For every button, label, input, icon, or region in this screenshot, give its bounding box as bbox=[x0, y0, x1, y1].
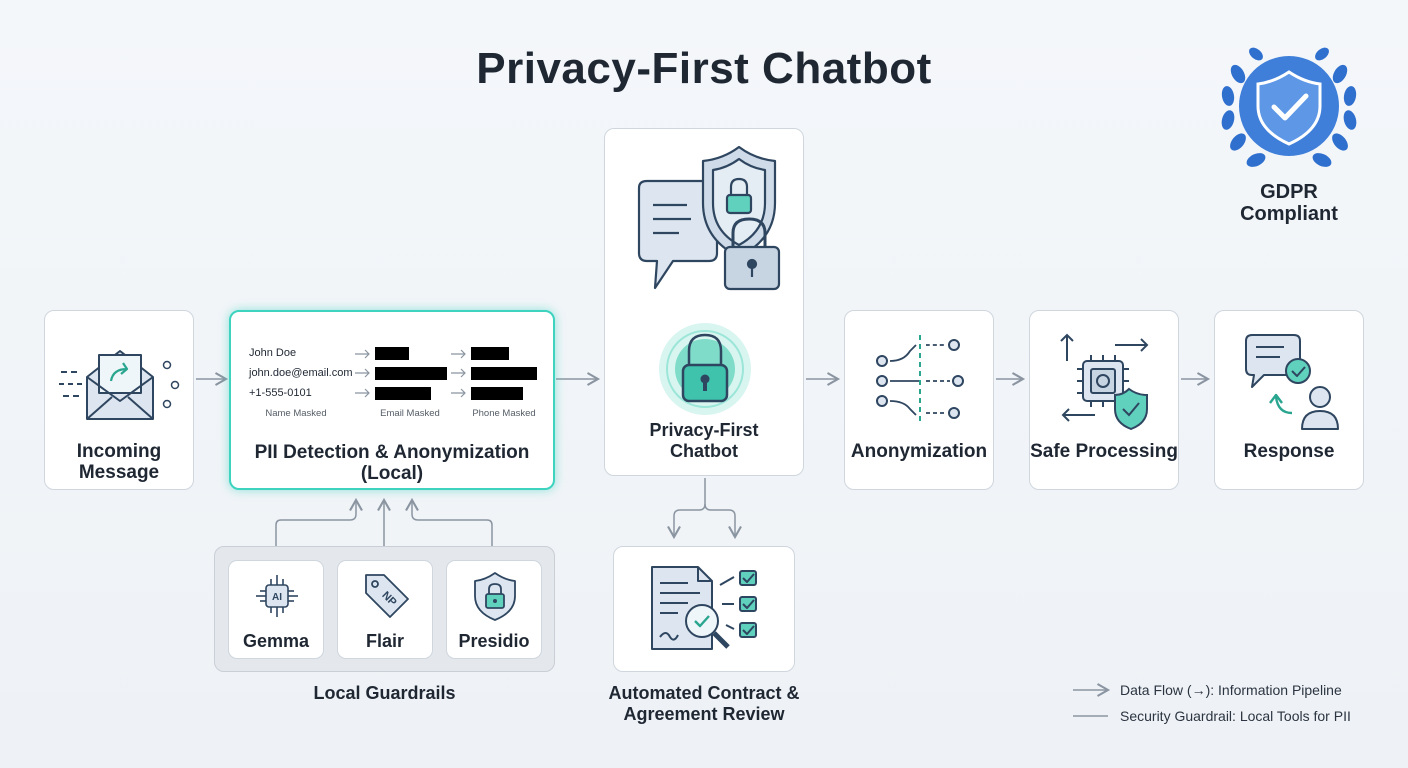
contract-review-node bbox=[613, 546, 795, 672]
tool-flair-label: Flair bbox=[365, 631, 404, 651]
legend-data-flow: Data Flow (→): Information Pipeline bbox=[1120, 682, 1342, 698]
chatbot-label-line2: Chatbot bbox=[670, 441, 738, 461]
gdpr-badge: GDPR Compliant bbox=[1216, 44, 1362, 234]
safe-processing-node: Safe Processing bbox=[1029, 310, 1179, 490]
shield-lock-icon bbox=[474, 572, 516, 621]
contract-connectors bbox=[667, 478, 742, 540]
local-guardrails-label: Local Guardrails bbox=[313, 683, 456, 703]
pii-example-phone: +1-555-0101 bbox=[249, 387, 312, 399]
pii-label-line2: (Local) bbox=[360, 463, 424, 484]
tool-gemma-label: Gemma bbox=[242, 631, 310, 651]
redaction-bar bbox=[375, 347, 409, 360]
incoming-message-node: Incoming Message bbox=[44, 310, 194, 490]
tool-flair: NP Flair bbox=[337, 560, 433, 659]
chip-shield-icon bbox=[1060, 333, 1149, 431]
safe-processing-label: Safe Processing bbox=[1030, 441, 1178, 462]
redaction-bar bbox=[375, 367, 447, 380]
padlock-glow-icon bbox=[659, 323, 751, 415]
legend-security-guardrail: Security Guardrail: Local Tools for PII bbox=[1120, 708, 1351, 724]
page-title: Privacy-First Chatbot bbox=[476, 44, 932, 93]
gdpr-laurel-shield-icon bbox=[1221, 47, 1357, 167]
redaction-bar bbox=[471, 347, 509, 360]
tag-icon: NP bbox=[365, 574, 409, 618]
local-guardrails-group: AI Gemma NP Flair Presidio bbox=[214, 546, 555, 672]
ai-chip-icon: AI bbox=[256, 575, 298, 617]
chat-shield-lock-icon bbox=[637, 145, 781, 291]
anonymization-label: Anonymization bbox=[850, 441, 988, 462]
document-review-icon bbox=[651, 566, 757, 650]
incoming-label-line2: Message bbox=[78, 462, 160, 483]
redaction-arrows bbox=[355, 349, 466, 398]
chatbot-label-line1: Privacy-First bbox=[649, 420, 759, 440]
tool-presidio-label: Presidio bbox=[458, 631, 530, 651]
contract-review-label-line2: Agreement Review bbox=[623, 704, 785, 724]
guardrail-connectors bbox=[275, 497, 493, 546]
chat-user-icon bbox=[1245, 334, 1339, 430]
pii-example-name: John Doe bbox=[249, 347, 297, 359]
pii-label-line1: PII Detection & Anonymization bbox=[254, 442, 530, 463]
caption-email-masked: Email Masked bbox=[380, 408, 440, 419]
pii-detection-node: John Doe john.doe@email.com +1-555-0101 … bbox=[229, 310, 555, 490]
redaction-bar bbox=[375, 387, 431, 400]
tool-gemma: AI Gemma bbox=[228, 560, 324, 659]
anonymization-node: Anonymization bbox=[844, 310, 994, 490]
redaction-bar bbox=[471, 387, 523, 400]
ai-chip-text: AI bbox=[272, 592, 282, 603]
contract-review-label-line1: Automated Contract & bbox=[608, 683, 800, 703]
response-label: Response bbox=[1243, 441, 1335, 462]
incoming-label-line1: Incoming bbox=[76, 441, 162, 462]
caption-phone-masked: Phone Masked bbox=[472, 408, 536, 419]
caption-name-masked: Name Masked bbox=[265, 408, 327, 419]
gdpr-label-line1: GDPR bbox=[1260, 181, 1318, 203]
envelope-icon bbox=[59, 350, 180, 420]
pii-example-email: john.doe@email.com bbox=[249, 367, 353, 379]
anonymization-flow-icon bbox=[876, 335, 964, 425]
tool-presidio: Presidio bbox=[446, 560, 542, 659]
chatbot-node: Privacy-First Chatbot bbox=[604, 128, 804, 476]
gdpr-label-line2: Compliant bbox=[1240, 203, 1338, 225]
response-node: Response bbox=[1214, 310, 1364, 490]
redaction-bar bbox=[471, 367, 537, 380]
